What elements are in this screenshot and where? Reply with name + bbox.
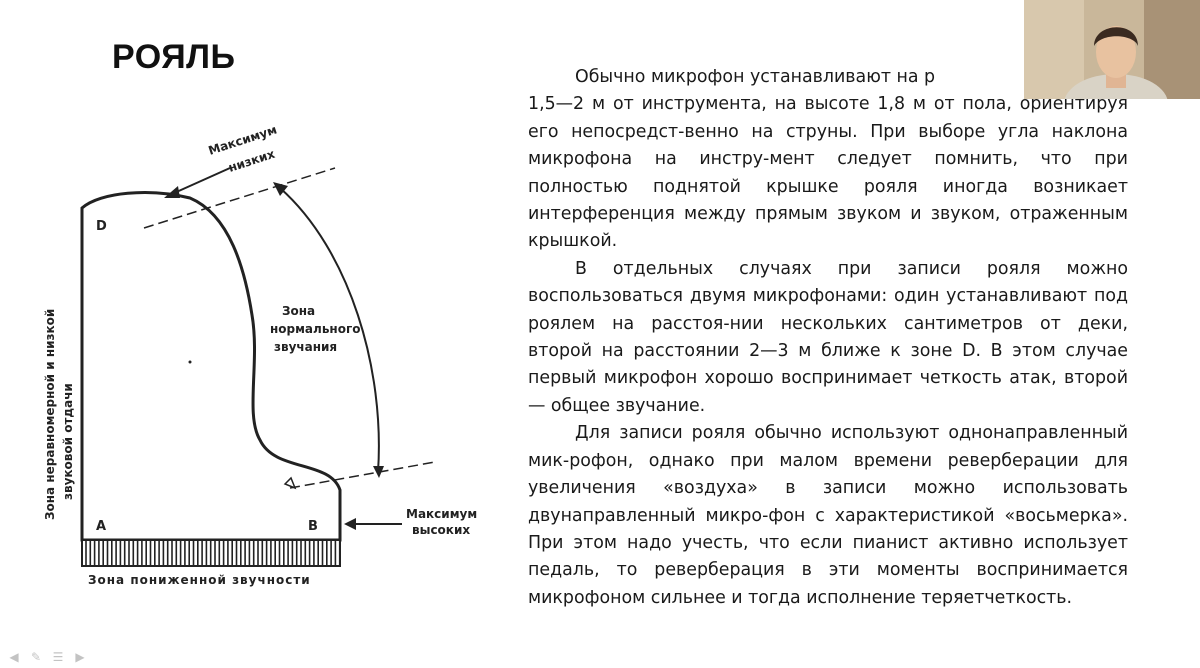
high-dashed-line (289, 461, 436, 489)
max-low-arrowhead (164, 186, 180, 198)
dot-mark (188, 360, 192, 364)
arrow-right-icon[interactable]: ▶ (75, 650, 85, 664)
webcam-video (1024, 0, 1200, 99)
piano-diagram-svg: Максимум низких Максимум высоких Зона но… (43, 123, 477, 587)
paragraph-1-rest: 1,5—2 м от инструмента, на высоте 1,8 м … (528, 94, 1128, 252)
player-controls: ◀ ✎ ☰ ▶ (6, 650, 88, 664)
arrow-left-icon[interactable]: ◀ (9, 650, 19, 664)
corner-a-label: A (96, 519, 106, 534)
menu-icon[interactable]: ☰ (52, 650, 64, 664)
piano-diagram: Максимум низких Максимум высоких Зона но… (30, 100, 510, 600)
paragraph-2: В отдельных случаях при записи рояля мож… (528, 258, 1128, 416)
corner-d-label: D (96, 219, 107, 234)
keyboard-keys (85, 541, 341, 565)
label-zone-uneven-2: звуковой отдачи (61, 383, 75, 500)
label-max-high-2: высоких (412, 523, 470, 537)
label-max-low-2: низких (227, 147, 277, 175)
paragraph-1: Обычно микрофон устанавливают на р 1,5—2 … (528, 64, 1128, 256)
label-zone-reduced: Зона пониженной звучности (88, 573, 311, 587)
zone-arc-arrow (279, 187, 380, 473)
arc-arrowhead-bottom (373, 466, 384, 478)
pen-icon[interactable]: ✎ (30, 650, 42, 664)
microphone-mark (283, 476, 297, 490)
label-zone-uneven-1: Зона неравномерной и низкой (43, 309, 57, 520)
corner-b-label: B (308, 519, 318, 534)
paragraph-1-line-1: Обычно микрофон устанавливают на р (575, 67, 936, 87)
piano-outline (80, 191, 342, 542)
low-dashed-line (143, 167, 336, 229)
label-zone-normal-2: нормального (270, 322, 360, 336)
slide-title: РОЯЛЬ (112, 38, 236, 76)
label-max-high-1: Максимум (406, 507, 477, 521)
label-zone-normal-3: звучания (274, 340, 337, 354)
arc-arrowhead-top (273, 182, 288, 196)
max-low-arrow (171, 167, 231, 195)
max-high-arrowhead (344, 518, 356, 530)
label-zone-normal-1: Зона (282, 304, 315, 318)
webcam-overlay (1024, 0, 1200, 99)
paragraph-3: Для записи рояля обычно используют однон… (528, 423, 1128, 608)
slide-body-text: Обычно микрофон устанавливают на р 1,5—2 … (528, 64, 1128, 612)
